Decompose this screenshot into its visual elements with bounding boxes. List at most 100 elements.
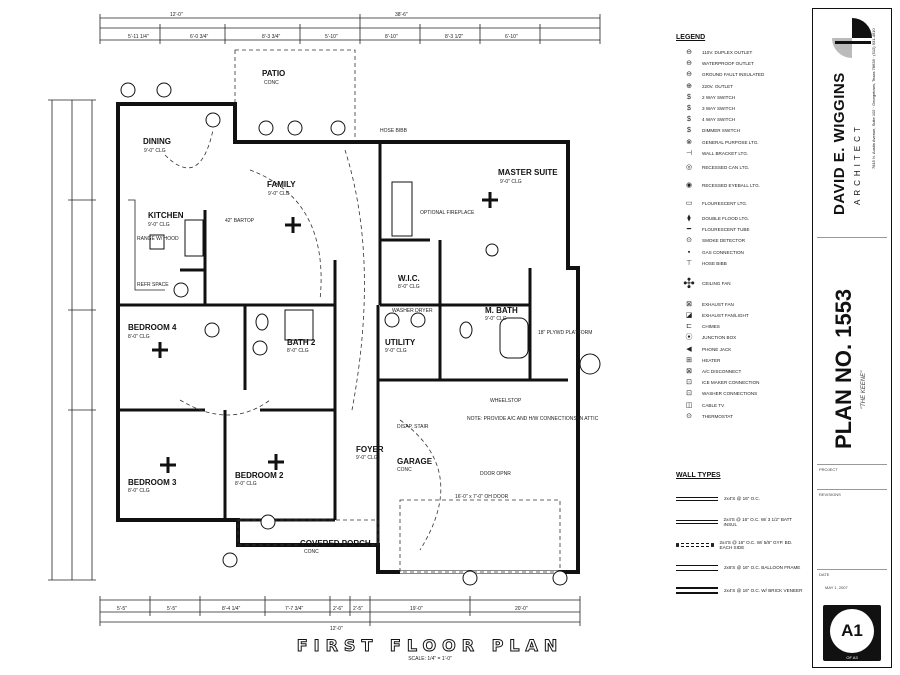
legend-item: ━FLOURESCENT TUBE: [676, 224, 806, 235]
legend-item: ⊖110V. DUPLEX OUTLET: [676, 47, 806, 58]
wall-bracket-light-icon: ⊣: [685, 149, 693, 157]
room-name-kitchen: KITCHEN: [148, 211, 184, 220]
dim-bottom-1: 5'-5": [117, 606, 127, 612]
heater-icon: ⊞: [686, 356, 692, 364]
legend-item: $4 WAY SWITCH: [676, 114, 806, 125]
wall-type-label: 2x6'S @ 16" O.C. BALLOON FRAME: [724, 565, 801, 570]
room-sub-wic: 8'-0" CLG: [398, 284, 420, 290]
legend-label: FLOURESCENT LTG.: [702, 201, 748, 207]
legend-item: ◀PHONE JACK: [676, 344, 806, 355]
wall-types-title: WALL TYPES: [676, 472, 721, 479]
note-refr-space: REFR SPACE: [137, 282, 169, 288]
legend-item: ⊖WATERPROOF OUTLET: [676, 58, 806, 69]
range: [149, 234, 165, 250]
legend-label: EXHAUST FAN/LIGHT: [702, 313, 749, 319]
legend-item: ⊠A/C DISCONNECT: [676, 366, 806, 377]
legend-item: ⊡ICE MAKER CONNECTION: [676, 377, 806, 388]
legend-label: 2 WAY SWITCH: [702, 94, 736, 100]
note-wheelstop: WHEELSTOP: [490, 398, 522, 404]
title-block: DAVID E. WIGGINS ARCHITECT 7815 N. Austi…: [812, 8, 892, 668]
legend-label: A/C DISCONNECT: [702, 369, 742, 375]
dim-bottom-4: 7'-7 3/4": [285, 606, 304, 612]
architect-logo-icon: [832, 18, 872, 58]
cable-tv-icon: ◫: [685, 401, 693, 409]
legend-item: ✣CEILING FAN: [676, 269, 806, 299]
plan-name: "THE KEENE": [861, 370, 867, 409]
legend-item: ◉RECESSED EYEBALL LTG.: [676, 177, 806, 195]
sheet-number-box: A1 OF A3: [823, 605, 881, 661]
room-sub-bed2: 8'-0" CLG: [235, 481, 257, 487]
washer-connection-icon: ⊡: [686, 390, 692, 398]
wall-type-label: 2x4'S @ 16" O.C.: [724, 496, 761, 501]
legend-label: WASHER CONNECTIONS: [702, 391, 758, 397]
wall-type-label: 2x4'S @ 16" O.C. W/ 3 1/2" BATT INSUL: [723, 516, 793, 527]
master-tub: [499, 317, 529, 359]
chimes-icon: ⊏: [686, 323, 692, 331]
legend-item: $2 WAY SWITCH: [676, 92, 806, 103]
room-name-bed4: BEDROOM 4: [128, 323, 177, 332]
legend-item: $3 WAY SWITCH: [676, 103, 806, 114]
dim-top-8: 12'-0": [170, 12, 183, 18]
room-name-patio: PATIO: [262, 69, 285, 78]
legend-item: ⦿JUNCTION BOX: [676, 332, 806, 343]
wall-type-swatch: [676, 542, 714, 547]
note-washer-dryer: WASHER DRYER: [392, 308, 433, 314]
room-sub-bed4: 8'-0" CLG: [128, 334, 150, 340]
note-door-opnr: DOOR OPNR: [480, 471, 511, 477]
room-sub-bath2: 8'-0" CLG: [287, 348, 309, 354]
plan-number: PLAN NO. 1553: [831, 288, 856, 449]
date-label: DATE: [819, 572, 830, 577]
patio-outline: [234, 49, 356, 143]
room-name-porch: COVERED PORCH: [300, 539, 371, 548]
legend-item: ⊗GENERAL PURPOSE LTG.: [676, 137, 806, 148]
gas-connection-icon: ▪: [687, 248, 691, 256]
note-disap-stair: DISAP. STAIR: [397, 424, 429, 430]
room-name-utility: UTILITY: [385, 338, 416, 347]
wall-type-item: 2x4'S @ 16" O.C. W/ 3 1/2" BATT INSUL: [676, 510, 806, 533]
legend-item: ▪GAS CONNECTION: [676, 246, 806, 257]
dryer: [410, 312, 426, 328]
dimmer-switch-icon: $: [687, 127, 691, 135]
exhaust-fan-icon: ⊠: [686, 300, 692, 308]
note-fireplace: OPTIONAL FIREPLACE: [420, 210, 475, 216]
room-name-bath2: BATH 2: [287, 338, 316, 347]
dim-top-6: 8'-3 1/2": [445, 34, 464, 40]
wall-type-item: 2x6'S @ 16" O.C. BALLOON FRAME: [676, 556, 806, 579]
ceiling-fan-icon: ✣: [683, 275, 695, 292]
dim-bottom-9: 12'-0": [330, 626, 343, 632]
drawing-scale: SCALE: 1/4" = 1'-0": [408, 656, 452, 662]
firm-name: DAVID E. WIGGINS: [831, 72, 848, 215]
legend-label: ICE MAKER CONNECTION: [702, 380, 760, 386]
legend-item: $DIMMER SWITCH: [676, 125, 806, 136]
ceiling-fan-icon: [152, 192, 498, 473]
recessed-eyeball-icon: ◉: [685, 182, 693, 190]
junction-box-icon: ⦿: [685, 334, 693, 342]
dim-bottom-5: 2'-6": [333, 606, 343, 612]
plan-notes: 42" BARTOP OPTIONAL FIREPLACE HOSE BIBB …: [137, 128, 599, 500]
legend-label: 220V. OUTLET: [702, 83, 733, 89]
bath2-toilet: [255, 313, 269, 331]
room-name-foyer: FOYER: [356, 445, 384, 454]
wall-type-item: 2x4'S @ 16" O.C. W/ 5/8" GYP. BD. EACH S…: [676, 533, 806, 556]
wall-type-item: 2x4'S @ 16" O.C.: [676, 487, 806, 510]
legend-label: THERMOSTAT: [702, 413, 733, 419]
outlet-icon: ⊖: [686, 49, 692, 57]
wall-type-item: 2x4'S @ 16" O.C. W/ BRICK VENEER: [676, 579, 806, 602]
revisions-label: REVISIONS: [819, 492, 841, 497]
legend-label: 4 WAY SWITCH: [702, 117, 736, 123]
dim-bottom-3: 8'-4 1/4": [222, 606, 241, 612]
double-flood-icon: ⧫: [687, 214, 691, 222]
legend-item: ⊤HOSE BIBB: [676, 258, 806, 269]
switch-4way-icon: $: [687, 116, 691, 124]
room-sub-family: 9'-0" CLG: [268, 191, 290, 197]
smoke-detector-icon: ⊙: [686, 237, 692, 245]
sheet-number: A1: [830, 609, 874, 653]
phone-jack-icon: ◀: [686, 345, 692, 353]
switch-3way-icon: $: [687, 105, 691, 113]
note-attic: NOTE: PROVIDE A/C AND H/W CONNECTIONS IN…: [467, 416, 599, 422]
legend-item: ⊠EXHAUST FAN: [676, 299, 806, 310]
drawing-title: FIRST FLOOR PLAN: [296, 636, 564, 656]
legend-item: ⊣WALL BRACKET LTG.: [676, 148, 806, 159]
legend-label: CABLE TV: [702, 402, 725, 408]
room-sub-patio: CONC: [264, 80, 279, 86]
